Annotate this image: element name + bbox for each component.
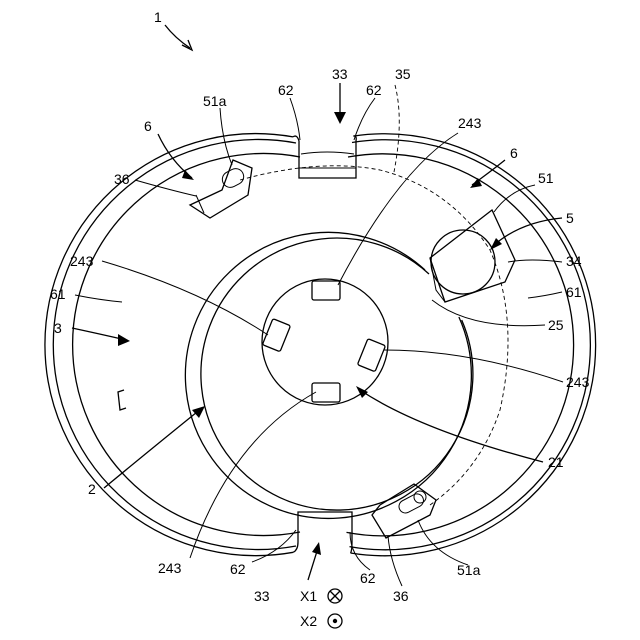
- outer-case-rings: [45, 134, 596, 556]
- label-61-right: 61: [566, 284, 582, 300]
- label-243-top-right: 243: [458, 115, 482, 131]
- hub-lugs-243: [262, 281, 385, 402]
- label-62-top-left: 62: [278, 82, 294, 98]
- ball-pocket-34: [430, 210, 515, 302]
- slot-51a-top: [190, 160, 252, 218]
- label-34: 34: [566, 253, 582, 269]
- ball-5: [431, 230, 495, 294]
- label-62-bottom-left: 62: [230, 561, 246, 577]
- label-243-right: 243: [566, 374, 590, 390]
- label-62-top-right: 62: [366, 82, 382, 98]
- direction-legend: X1 X2: [300, 588, 342, 629]
- hub-21: [262, 279, 388, 405]
- label-243-bottom: 243: [158, 560, 182, 576]
- leader-lines: [72, 25, 563, 586]
- legend-x2-label: X2: [300, 613, 317, 629]
- label-51-right: 51: [538, 170, 554, 186]
- label-2: 2: [88, 481, 96, 497]
- label-25: 25: [548, 317, 564, 333]
- label-6-left: 6: [144, 118, 152, 134]
- circle-dot-icon: [328, 614, 342, 628]
- label-3: 3: [54, 320, 62, 336]
- label-62-bottom-right: 62: [360, 570, 376, 586]
- left-tab: [118, 390, 126, 410]
- label-33-top: 33: [332, 66, 348, 82]
- label-51a-top: 51a: [203, 93, 227, 109]
- figure-number: 1: [154, 9, 162, 25]
- label-36-left: 36: [114, 171, 130, 187]
- label-5: 5: [566, 210, 574, 226]
- label-33-bottom: 33: [254, 588, 270, 604]
- label-243-left: 243: [70, 253, 94, 269]
- top-notch: [293, 136, 356, 178]
- label-21: 21: [548, 454, 564, 470]
- label-61-left: 61: [50, 286, 66, 302]
- label-36-bottom: 36: [393, 588, 409, 604]
- legend-x1-label: X1: [300, 588, 317, 604]
- label-35: 35: [395, 66, 411, 82]
- label-6-right: 6: [510, 145, 518, 161]
- circle-x-icon: [328, 589, 342, 603]
- label-51a-bottom: 51a: [457, 562, 481, 578]
